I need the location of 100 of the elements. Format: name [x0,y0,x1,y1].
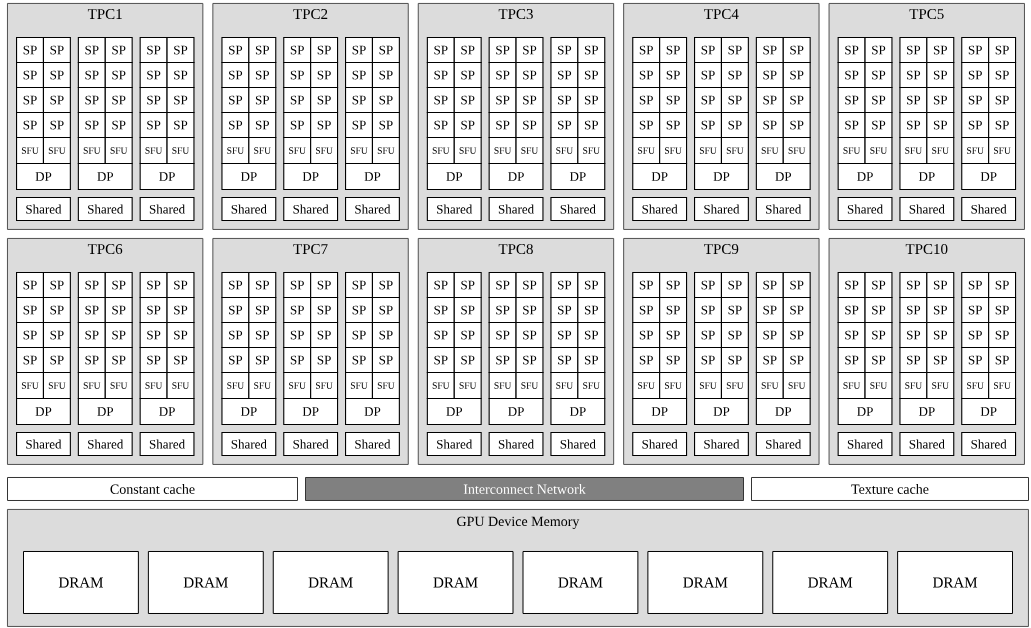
sp-cell: SP [659,297,688,324]
shared-memory-cell: Shared [221,197,277,222]
sp-cell: SP [782,347,811,374]
dram-box: DRAM [397,551,514,614]
sp-cell: SP [16,37,44,64]
dram-box: DRAM [647,551,764,614]
sp-cell: SP [515,87,544,114]
sfu-cell: SFU [720,137,749,165]
dp-cell: DP [16,398,71,426]
sfu-cell: SFU [77,372,106,400]
sp-cell: SP [659,87,688,114]
dp-cell: DP [488,163,544,191]
sp-cell: SP [139,322,168,349]
sp-cell: SP [345,347,373,374]
sfu-cell: SFU [453,137,482,165]
sp-cell: SP [577,322,606,349]
sp-cell: SP [310,62,339,89]
sp-cell: SP [988,272,1017,299]
sp-cell: SP [694,347,722,374]
sp-cell: SP [694,322,722,349]
sp-cell: SP [988,87,1017,114]
sfu-cell: SFU [42,372,71,400]
sp-cell: SP [577,297,606,324]
shared-memory-cell: Shared [77,432,133,457]
sp-cell: SP [899,272,928,299]
sp-cell: SP [926,297,955,324]
sp-cell: SP [720,62,749,89]
shared-memory-cell: Shared [488,432,544,457]
sp-cell: SP [139,297,168,324]
shared-memory-cell: Shared [550,197,606,222]
sfu-cell: SFU [659,137,688,165]
sp-cell: SP [248,297,277,324]
sp-cell: SP [453,272,482,299]
sp-cell: SP [755,87,784,114]
sp-cell: SP [248,87,277,114]
sp-cell: SP [16,87,44,114]
sp-cell: SP [310,112,339,139]
sfu-cell: SFU [694,372,722,400]
sp-cell: SP [166,87,195,114]
dp-cell: DP [755,398,811,426]
sp-cell: SP [488,112,517,139]
sp-cell: SP [961,297,990,324]
sp-cell: SP [782,272,811,299]
sp-cell: SP [659,37,688,64]
shared-memory-cell: Shared [283,197,339,222]
sp-cell: SP [577,347,606,374]
sp-cell: SP [864,112,893,139]
sp-cell: SP [221,347,250,374]
sfu-cell: SFU [755,372,784,400]
sp-cell: SP [221,322,250,349]
sfu-cell: SFU [694,137,722,165]
sp-cell: SP [453,322,482,349]
sp-cell: SP [453,347,482,374]
sp-cell: SP [755,37,784,64]
sp-cell: SP [453,87,482,114]
dp-cell: DP [755,163,811,191]
sp-cell: SP [77,112,106,139]
sp-cell: SP [632,322,661,349]
sp-cell: SP [488,37,517,64]
sp-cell: SP [577,272,606,299]
shared-memory-cell: Shared [16,432,71,457]
sp-cell: SP [988,297,1017,324]
sp-cell: SP [550,347,579,374]
sfu-cell: SFU [864,372,893,400]
sp-cell: SP [104,62,133,89]
sp-cell: SP [988,322,1017,349]
shared-memory-cell: Shared [345,432,400,457]
sp-cell: SP [371,87,400,114]
sp-cell: SP [864,272,893,299]
sp-cell: SP [755,347,784,374]
sfu-cell: SFU [77,137,106,165]
sp-cell: SP [166,37,195,64]
constant-cache-bar: Constant cache [7,477,298,501]
sp-cell: SP [345,297,373,324]
sfu-cell: SFU [515,137,544,165]
sp-cell: SP [961,272,990,299]
sfu-cell: SFU [550,372,579,400]
sp-cell: SP [782,62,811,89]
sp-cell: SP [310,87,339,114]
sfu-cell: SFU [139,137,168,165]
sp-cell: SP [899,112,928,139]
sp-cell: SP [104,37,133,64]
dp-cell: DP [694,398,749,426]
sp-cell: SP [488,297,517,324]
sp-cell: SP [139,347,168,374]
sfu-cell: SFU [988,137,1017,165]
shared-memory-cell: Shared [16,197,71,222]
sfu-cell: SFU [755,137,784,165]
dp-cell: DP [426,398,482,426]
sfu-cell: SFU [864,137,893,165]
dp-cell: DP [837,398,893,426]
sfu-cell: SFU [837,137,866,165]
sp-cell: SP [515,272,544,299]
sp-cell: SP [426,87,455,114]
shared-memory-cell: Shared [837,197,893,222]
sp-cell: SP [837,272,866,299]
shared-memory-cell: Shared [961,197,1017,222]
dram-box: DRAM [772,551,889,614]
sp-cell: SP [371,297,400,324]
sp-cell: SP [371,37,400,64]
